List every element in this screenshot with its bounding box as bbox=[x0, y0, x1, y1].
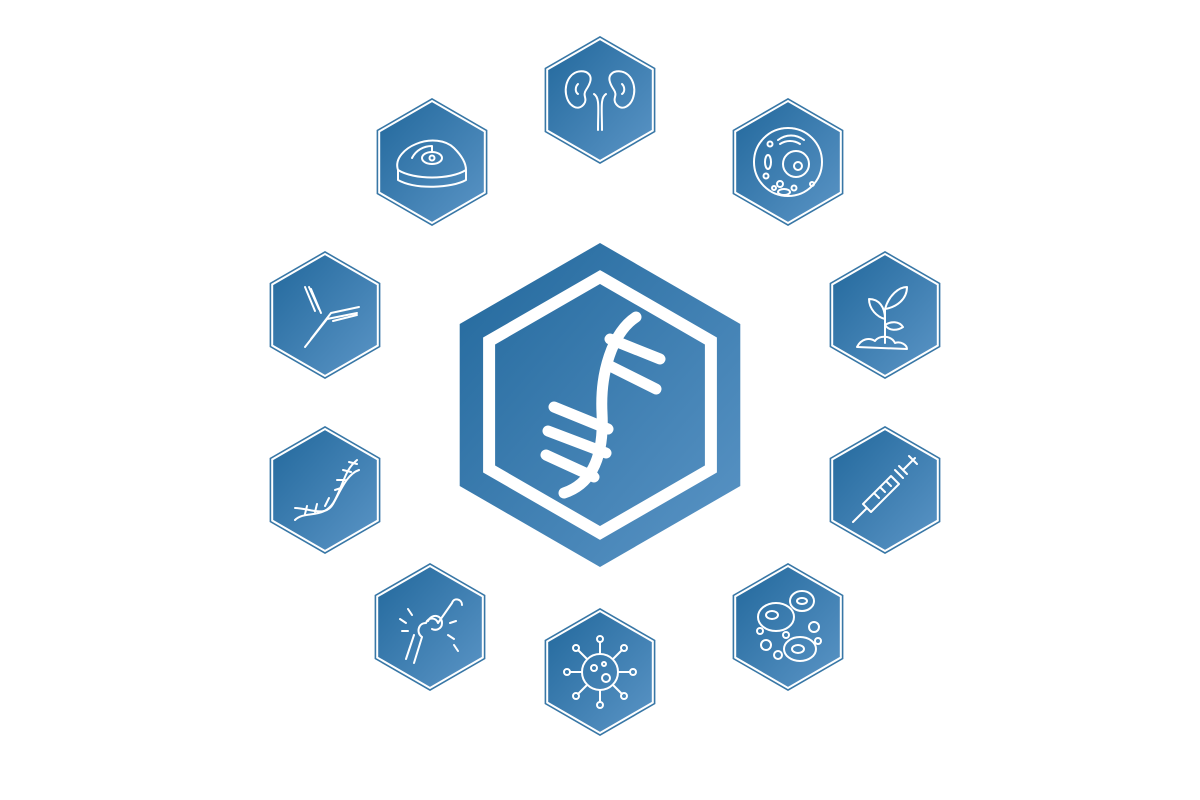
hexagon-tile bbox=[829, 426, 941, 554]
hexagon-face bbox=[378, 99, 486, 225]
syringe-icon bbox=[852, 455, 918, 523]
hexagon-face bbox=[831, 427, 939, 553]
center-hexagon-border bbox=[483, 270, 717, 540]
hexagon-face bbox=[546, 609, 654, 735]
hexagon-tile bbox=[732, 563, 844, 691]
animal-cell-icon bbox=[753, 127, 823, 197]
hexagon-tile bbox=[374, 563, 486, 691]
hexagon-face bbox=[546, 37, 654, 163]
hexagon-face bbox=[271, 427, 379, 553]
dna-icon bbox=[294, 459, 360, 521]
hexagon-tile bbox=[544, 608, 656, 736]
kidney-icon bbox=[564, 70, 636, 131]
hexagon-face bbox=[734, 99, 842, 225]
hexagon-tile bbox=[269, 251, 381, 379]
hexagon-tile bbox=[732, 98, 844, 226]
joint-bone-icon bbox=[399, 598, 463, 664]
hexagon-tile bbox=[376, 98, 488, 226]
antibody-icon bbox=[304, 286, 360, 348]
dna-helix-icon bbox=[540, 311, 666, 499]
hexagon-face bbox=[376, 564, 484, 690]
plant-sprout-icon bbox=[856, 286, 908, 350]
hexagon-tile bbox=[269, 426, 381, 554]
hexagon-tile bbox=[829, 251, 941, 379]
center-hexagon bbox=[459, 243, 741, 567]
hexagon-tile bbox=[544, 36, 656, 164]
virus-icon bbox=[563, 635, 637, 709]
cells-icon bbox=[756, 590, 822, 662]
hexagon-face bbox=[271, 252, 379, 378]
meat-steak-icon bbox=[396, 139, 467, 188]
